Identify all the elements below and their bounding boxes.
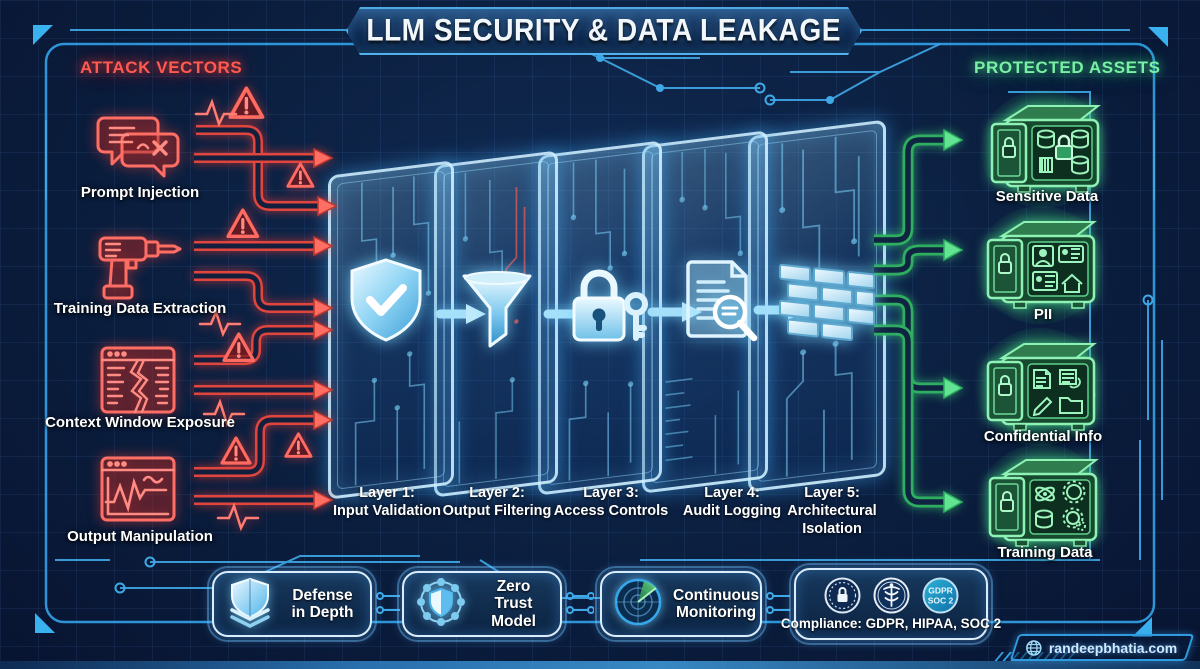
corner-triangle-bottom-left bbox=[35, 613, 55, 633]
layer-label-2: Layer 2: Output Filtering bbox=[442, 485, 552, 520]
asset-label: Confidential Info bbox=[983, 428, 1103, 445]
safe-identity-icon bbox=[980, 214, 1100, 319]
circuit-connector bbox=[566, 592, 594, 614]
chat-injection-icon bbox=[96, 110, 182, 191]
attack-vectors-heading: ATTACK VECTORS bbox=[80, 58, 243, 77]
output-waveform-icon bbox=[94, 450, 182, 533]
title-banner: LLM SECURITY & DATA LEAKAGE bbox=[346, 7, 862, 55]
circuit-connector bbox=[376, 592, 400, 614]
audit-document-icon bbox=[678, 256, 766, 353]
gdpr-soc2-badge-icon: GDPR SOC 2 bbox=[922, 577, 958, 614]
layer-label-3: Layer 3: Access Controls bbox=[553, 485, 669, 520]
asset-label: PII bbox=[1033, 306, 1053, 323]
corner-triangle-top-left bbox=[33, 25, 53, 45]
principle-label: Continuous Monitoring bbox=[673, 586, 760, 621]
principle-label: Zero Trust Model bbox=[491, 577, 536, 630]
layered-shield-icon bbox=[224, 576, 276, 633]
compliance-label: Compliance: GDPR, HIPAA, SOC 2 bbox=[780, 616, 1002, 631]
attack-vector-label: Output Manipulation bbox=[67, 528, 213, 545]
network-shield-icon bbox=[414, 575, 468, 634]
bottom-edge-glow bbox=[0, 661, 1200, 669]
compliance-box: GDPR SOC 2 Compliance: GDPR, HIPAA, SOC … bbox=[781, 563, 1001, 645]
corner-triangle-top-right bbox=[1148, 27, 1168, 47]
attack-vector-label: Prompt Injection bbox=[80, 184, 200, 201]
watermark-frame: randeepbhatia.com bbox=[1009, 634, 1195, 661]
svg-text:SOC 2: SOC 2 bbox=[927, 596, 953, 606]
website-link: randeepbhatia.com bbox=[1049, 639, 1178, 656]
safe-documents-icon bbox=[980, 336, 1100, 441]
compliance-badges: GDPR SOC 2 bbox=[824, 577, 959, 614]
principle-continuous-monitoring: Continuous Monitoring bbox=[595, 566, 767, 642]
asset-label: Training Data bbox=[997, 544, 1093, 561]
radar-icon bbox=[612, 576, 664, 633]
attack-vector-label: Context Window Exposure bbox=[45, 414, 235, 431]
principle-zero-trust: Zero Trust Model bbox=[397, 566, 567, 642]
lock-seal-badge-icon bbox=[824, 577, 860, 614]
asset-label: Sensitive Data bbox=[995, 188, 1099, 205]
padlock-key-icon bbox=[564, 262, 656, 357]
attack-vector-label: Training Data Extraction bbox=[53, 300, 227, 317]
globe-icon bbox=[1026, 639, 1042, 656]
svg-text:GDPR: GDPR bbox=[928, 586, 953, 596]
principle-defense-in-depth: Defense in Depth bbox=[207, 566, 377, 642]
firewall-brick-icon bbox=[774, 262, 882, 359]
page-title: LLM SECURITY & DATA LEAKAGE bbox=[366, 13, 842, 48]
shield-check-icon bbox=[344, 256, 428, 349]
protected-assets-heading: PROTECTED ASSETS bbox=[974, 58, 1161, 77]
warning-triangle-icon bbox=[220, 86, 315, 465]
layer-label-5: Layer 5: Architectural Isolation bbox=[787, 485, 877, 538]
broken-window-icon bbox=[94, 340, 182, 425]
principle-label: Defense in Depth bbox=[291, 586, 354, 621]
safe-model-icon bbox=[982, 452, 1102, 557]
funnel-icon bbox=[458, 268, 536, 357]
hipaa-caduceus-badge-icon bbox=[873, 577, 909, 614]
